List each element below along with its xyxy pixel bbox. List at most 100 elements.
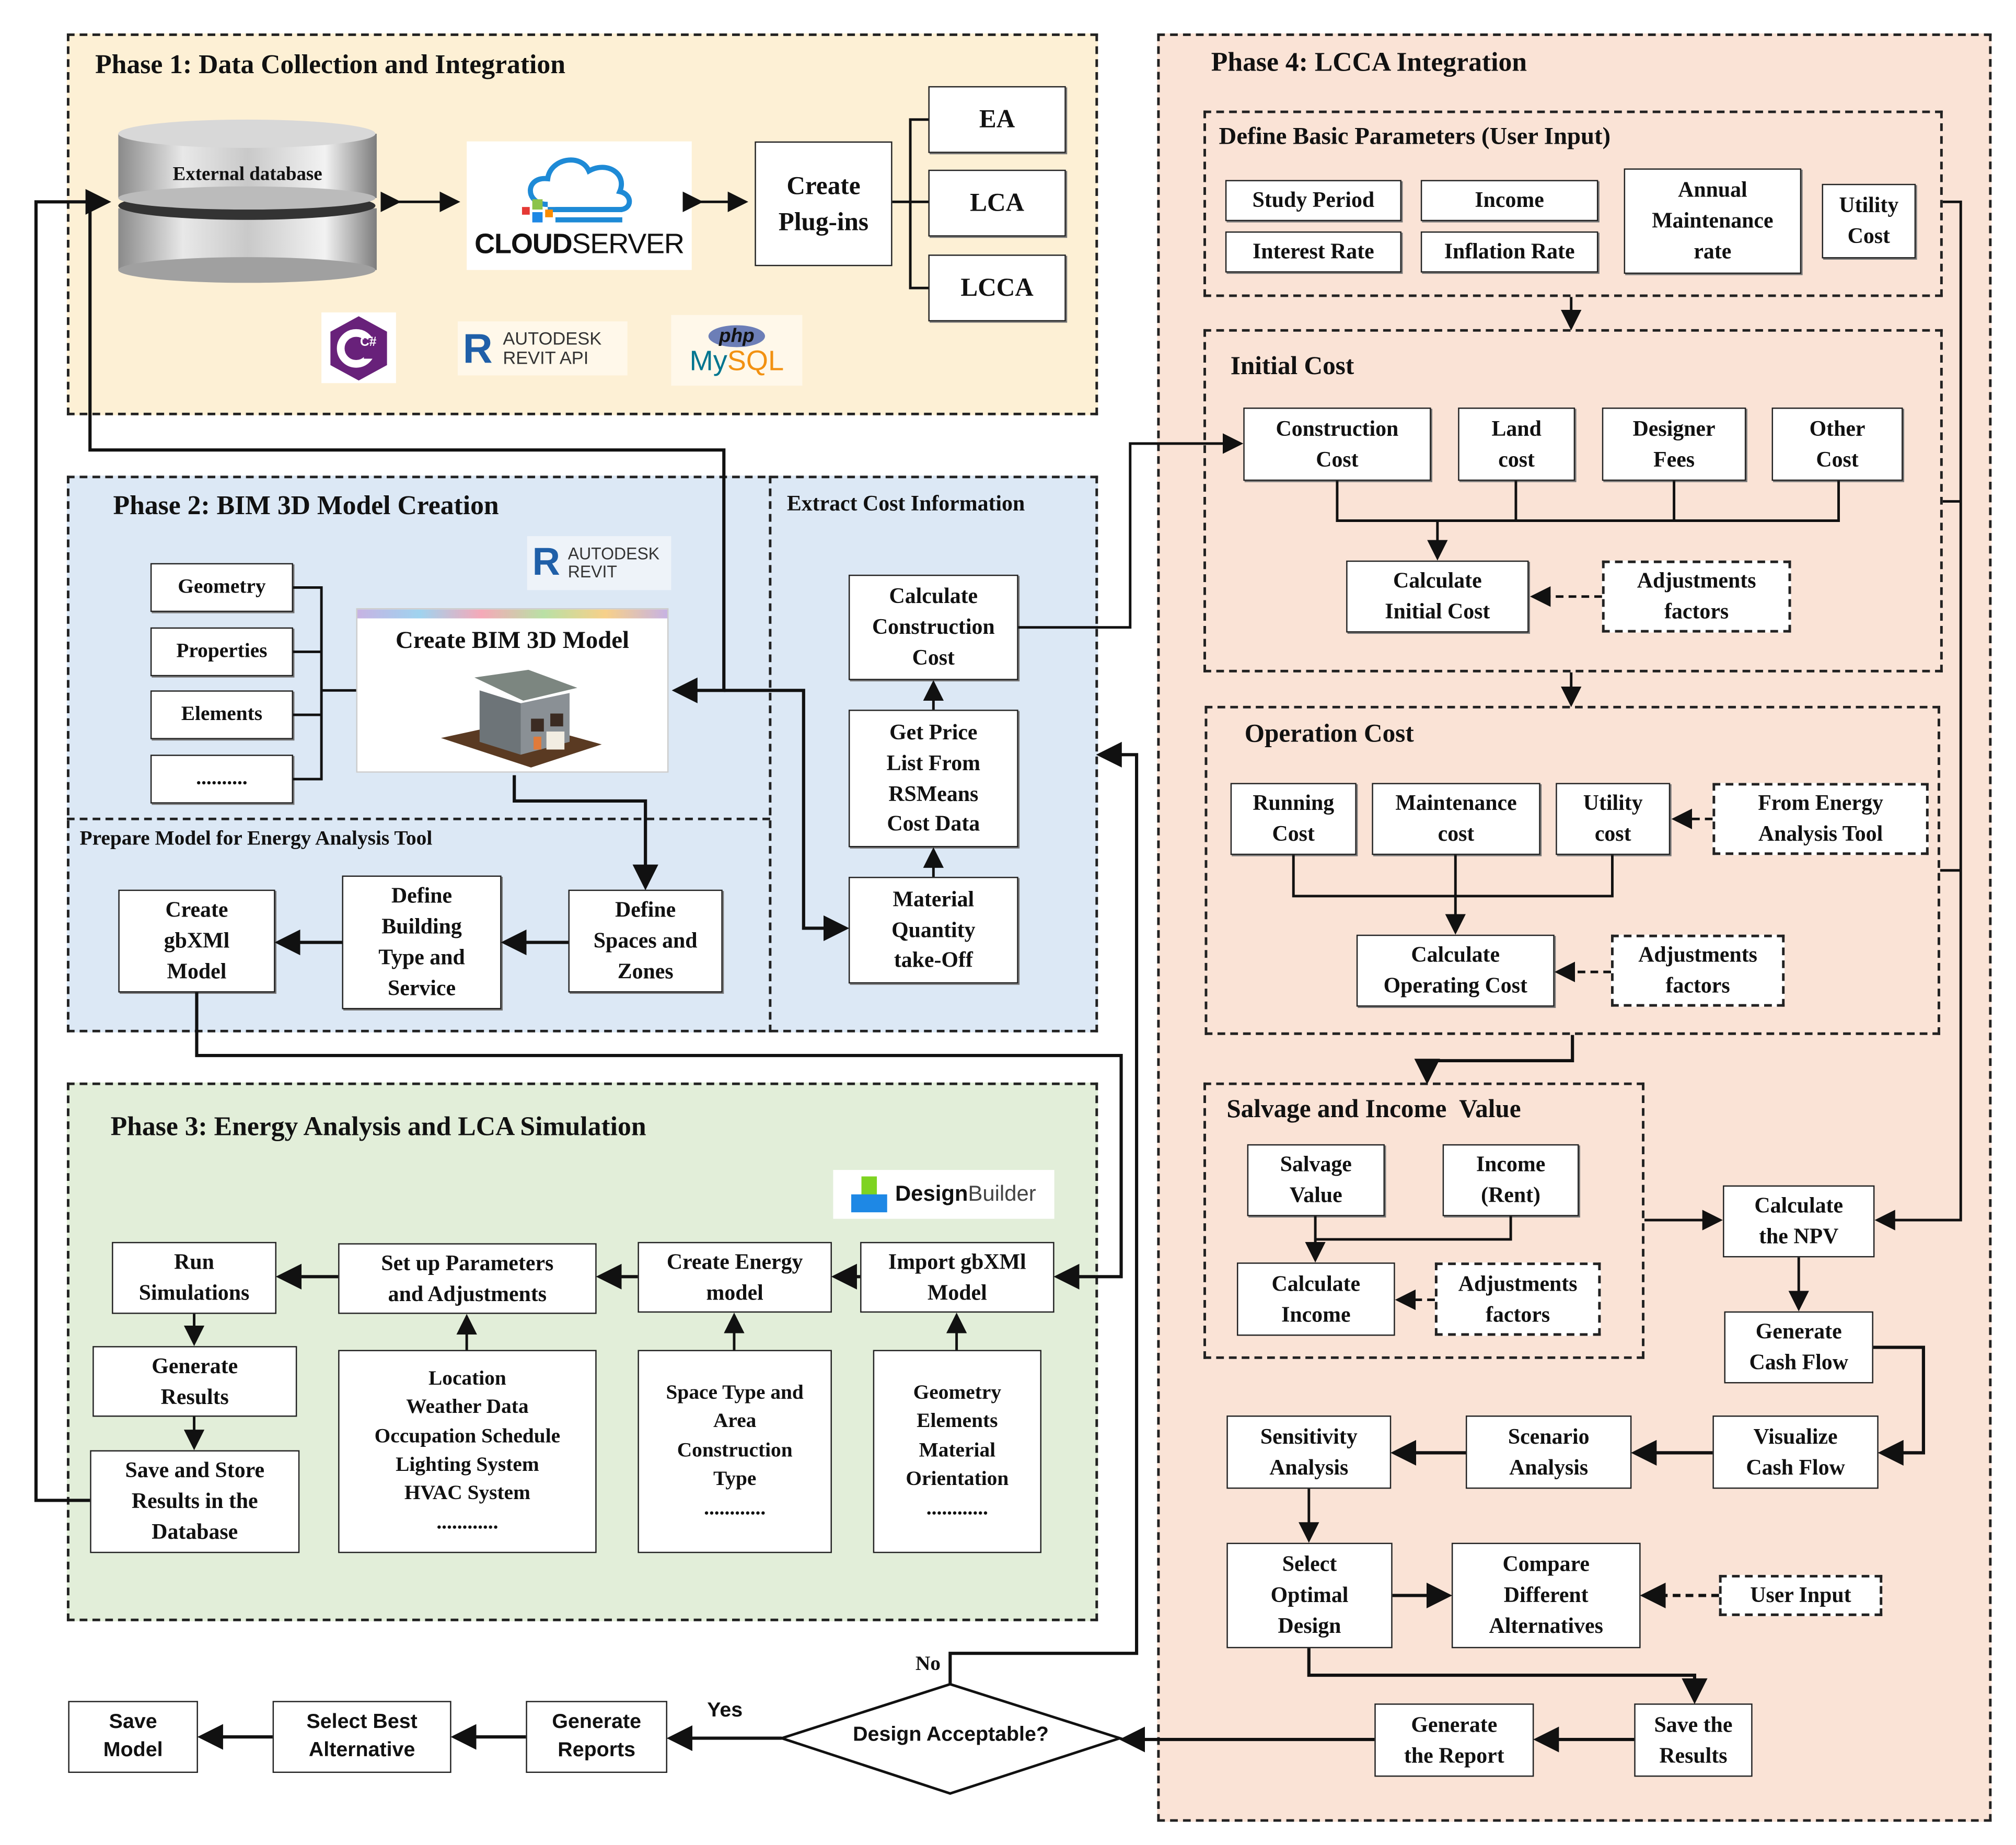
create-energy-model-box: Create Energy model bbox=[638, 1241, 832, 1313]
input-properties-box: Properties bbox=[150, 627, 293, 677]
revit-api-line1: AUTODESK bbox=[503, 327, 602, 348]
revit-api-logo: R AUTODESK REVIT API bbox=[457, 321, 628, 376]
operation-cost-title: Operation Cost bbox=[1244, 720, 1414, 749]
mysql-my: My bbox=[689, 344, 727, 377]
geometry-list-box: Geometry Elements Material Orientation .… bbox=[873, 1350, 1042, 1553]
save-store-results-box: Save and Store Results in the Database bbox=[90, 1450, 300, 1553]
php-label: php bbox=[709, 325, 765, 347]
running-cost-box: Running Cost bbox=[1230, 783, 1357, 855]
income-rent-box: Income (Rent) bbox=[1442, 1144, 1579, 1216]
designbuilder-light: Builder bbox=[968, 1181, 1036, 1206]
create-gbxml-box: Create gbXMl Model bbox=[118, 889, 275, 993]
calculate-operating-cost-box: Calculate Operating Cost bbox=[1356, 934, 1555, 1007]
decision-no-label: No bbox=[915, 1653, 941, 1676]
bim-model-screenshot: Create BIM 3D Model bbox=[356, 608, 669, 773]
external-database-icon: External database bbox=[115, 118, 379, 285]
input-elements-box: Elements bbox=[150, 690, 293, 739]
phase3-title: Phase 3: Energy Analysis and LCA Simulat… bbox=[110, 1110, 646, 1142]
cloud-logo-light: SERVER bbox=[572, 227, 684, 260]
compare-alternatives-box: Compare Different Alternatives bbox=[1451, 1542, 1641, 1649]
utility-cost-param-box: Utility Cost bbox=[1822, 183, 1916, 259]
scenario-analysis-box: Scenario Analysis bbox=[1465, 1415, 1632, 1489]
operation-cost-group bbox=[1204, 705, 1940, 1035]
phase2-divider-vertical bbox=[769, 475, 772, 1032]
calculate-npv-box: Calculate the NPV bbox=[1723, 1185, 1875, 1258]
plugin-ea-box: EA bbox=[928, 86, 1066, 153]
import-gbxml-box: Import gbXMl Model bbox=[860, 1241, 1055, 1313]
plugin-lca-box: LCA bbox=[928, 169, 1066, 237]
generate-results-box: Generate Results bbox=[92, 1346, 297, 1417]
revit-r-icon: R bbox=[462, 324, 493, 371]
database-label: External database bbox=[172, 164, 322, 185]
revit-logo-line2: REVIT bbox=[567, 562, 617, 582]
revit-api-line2: REVIT API bbox=[503, 347, 589, 368]
bim-model-label: Create BIM 3D Model bbox=[395, 627, 630, 655]
generate-reports-box: Generate Reports bbox=[526, 1701, 667, 1773]
select-optimal-design-box: Select Optimal Design bbox=[1226, 1542, 1393, 1649]
sensitivity-analysis-box: Sensitivity Analysis bbox=[1226, 1415, 1392, 1489]
designbuilder-icon bbox=[851, 1176, 888, 1213]
run-simulations-box: Run Simulations bbox=[112, 1241, 277, 1314]
salvage-value-box: Salvage Value bbox=[1247, 1144, 1385, 1216]
plugin-lcca-box: LCCA bbox=[928, 254, 1066, 322]
revit-logo-line1: AUTODESK bbox=[567, 543, 660, 563]
php-mysql-logo: php MySQL bbox=[671, 315, 803, 386]
csharp-label: C# bbox=[360, 335, 377, 350]
visualize-cash-flow-box: Visualize Cash Flow bbox=[1712, 1415, 1879, 1489]
calculate-construction-cost-box: Calculate Construction Cost bbox=[848, 574, 1018, 680]
designbuilder-logo: DesignBuilder bbox=[833, 1170, 1055, 1219]
define-building-type-box: Define Building Type and Service bbox=[342, 875, 502, 1009]
utility-cost-box: Utility cost bbox=[1556, 783, 1671, 855]
phase1-title: Phase 1: Data Collection and Integration bbox=[95, 49, 566, 80]
energy-tool-source-box: From Energy Analysis Tool bbox=[1712, 783, 1929, 855]
salvage-income-title: Salvage and Income Value bbox=[1226, 1095, 1521, 1124]
parameters-list-box: Location Weather Data Occupation Schedul… bbox=[338, 1350, 597, 1553]
material-takeoff-box: Material Quantity take-Off bbox=[848, 877, 1018, 984]
designer-fees-box: Designer Fees bbox=[1602, 407, 1746, 481]
land-cost-box: Land cost bbox=[1458, 407, 1575, 481]
basic-params-title: Define Basic Parameters (User Input) bbox=[1219, 123, 1611, 150]
mysql-sql: SQL bbox=[727, 344, 784, 377]
create-plugins-box: Create Plug-ins bbox=[755, 141, 893, 266]
annual-maintenance-box: Annual Maintenance rate bbox=[1624, 168, 1802, 274]
generate-the-report-box: Generate the Report bbox=[1374, 1703, 1534, 1777]
maintenance-cost-box: Maintenance cost bbox=[1372, 783, 1540, 855]
user-input-box: User Input bbox=[1719, 1575, 1883, 1616]
phase4-title: Phase 4: LCCA Integration bbox=[1211, 46, 1527, 77]
interest-rate-box: Interest Rate bbox=[1225, 231, 1401, 273]
income-adjustments-box: Adjustments factors bbox=[1434, 1262, 1601, 1336]
input-more-box: .......... bbox=[150, 755, 293, 804]
space-type-list-box: Space Type and Area Construction Type ..… bbox=[638, 1350, 832, 1553]
extract-cost-title: Extract Cost Information bbox=[786, 491, 1025, 516]
revit-r-icon: R bbox=[532, 541, 560, 584]
save-the-results-box: Save the Results bbox=[1634, 1703, 1753, 1777]
prepare-model-title: Prepare Model for Energy Analysis Tool bbox=[79, 828, 433, 850]
csharp-logo: C# bbox=[321, 312, 396, 384]
revit-logo: R AUTODESK REVIT bbox=[527, 536, 671, 590]
get-price-list-box: Get Price List From RSMeans Cost Data bbox=[848, 710, 1018, 848]
input-geometry-box: Geometry bbox=[150, 563, 293, 612]
cloud-icon bbox=[521, 157, 631, 223]
study-period-box: Study Period bbox=[1225, 180, 1401, 222]
phase2-divider-horizontal bbox=[66, 817, 770, 820]
construction-cost-box: Construction Cost bbox=[1243, 407, 1431, 481]
calculate-initial-cost-box: Calculate Initial Cost bbox=[1346, 560, 1529, 633]
phase2-title: Phase 2: BIM 3D Model Creation bbox=[113, 490, 499, 521]
define-spaces-box: Define Spaces and Zones bbox=[568, 889, 723, 993]
designbuilder-bold: Design bbox=[895, 1181, 968, 1206]
income-param-box: Income bbox=[1420, 180, 1598, 222]
decision-yes-label: Yes bbox=[707, 1699, 743, 1722]
operating-adjustments-box: Adjustments factors bbox=[1611, 934, 1785, 1007]
house-model-icon bbox=[441, 669, 602, 768]
initial-cost-title: Initial Cost bbox=[1230, 352, 1354, 381]
other-cost-box: Other Cost bbox=[1771, 407, 1903, 481]
inflation-rate-box: Inflation Rate bbox=[1420, 231, 1598, 273]
setup-parameters-box: Set up Parameters and Adjustments bbox=[338, 1243, 597, 1314]
cloudserver-logo: CLOUDSERVER bbox=[467, 141, 692, 270]
save-model-box: Save Model bbox=[68, 1701, 198, 1773]
decision-question: Design Acceptable? bbox=[853, 1724, 1049, 1746]
revit-toolbar bbox=[357, 609, 667, 619]
calculate-income-box: Calculate Income bbox=[1237, 1262, 1395, 1336]
cloud-logo-bold: CLOUD bbox=[474, 227, 573, 260]
